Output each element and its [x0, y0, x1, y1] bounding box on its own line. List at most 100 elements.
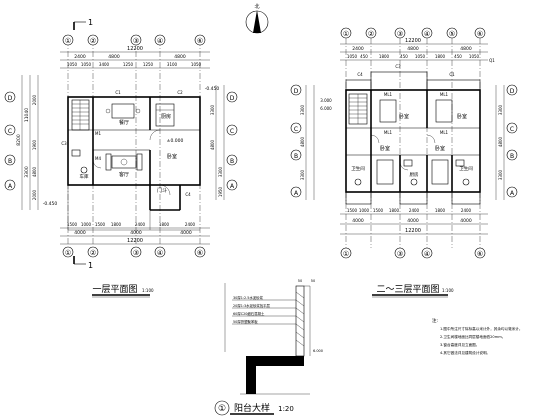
svg-text:1050: 1050 [67, 62, 78, 67]
svg-text:1000: 1000 [359, 208, 370, 213]
svg-text:M1: M1 [95, 131, 101, 136]
plan1-left-dimensions: 8200 11040 3300 2000 1900 4800 2000 [16, 75, 39, 210]
axis-C: C [8, 128, 12, 135]
svg-text:4800: 4800 [407, 46, 419, 52]
svg-text:450: 450 [360, 54, 368, 59]
svg-text:4800: 4800 [174, 54, 186, 60]
svg-text:3400: 3400 [99, 62, 110, 67]
svg-text:C3: C3 [395, 64, 401, 69]
plan1-title: 一层平面图 [92, 284, 137, 295]
svg-text:3300: 3300 [498, 104, 503, 115]
plan1-walls [67, 96, 201, 231]
plan1-right-dimensions: 3300 4800 3300 1950 [210, 85, 225, 200]
svg-text:1800: 1800 [111, 222, 122, 227]
plan1-axes-left: D C B A D C B A [4, 91, 238, 191]
axis-6b: ⑥ [197, 249, 203, 257]
svg-text:③: ③ [397, 30, 403, 38]
svg-text:3300: 3300 [300, 104, 305, 115]
note-2: 2.卫生间楼地面比同层楼地面低20mm。 [440, 334, 505, 339]
axis-A: A [8, 183, 13, 190]
svg-text:450: 450 [400, 54, 408, 59]
axis-6: ⑥ [197, 37, 203, 45]
svg-text:③: ③ [397, 250, 403, 258]
svg-text:B: B [294, 153, 298, 160]
svg-text:ML1: ML1 [440, 130, 449, 135]
axis-1b: ① [65, 249, 71, 257]
svg-text:1900: 1900 [32, 139, 37, 150]
svg-text:C: C [294, 126, 298, 133]
svg-text:4000: 4000 [352, 218, 364, 224]
dim-overall: 12200 [127, 46, 143, 52]
svg-text:-0.450: -0.450 [43, 201, 58, 207]
axis-4: ④ [157, 37, 163, 45]
svg-text:3300: 3300 [218, 166, 223, 177]
room-garage: 车库 [80, 173, 89, 180]
plan1-top-dimensions: 12200 2400 4800 4800 1050 1050 3400 1250… [60, 46, 210, 69]
svg-text:1000: 1000 [81, 222, 92, 227]
svg-text:1500: 1500 [67, 222, 78, 227]
svg-text:④: ④ [424, 250, 430, 258]
svg-text:50厚挤塑聚苯板: 50厚挤塑聚苯板 [233, 319, 258, 324]
svg-text:30厚1:2.5水泥砂浆: 30厚1:2.5水泥砂浆 [233, 295, 264, 300]
svg-text:A: A [294, 190, 299, 197]
svg-text:C4: C4 [185, 192, 191, 197]
svg-text:450: 450 [454, 54, 462, 59]
plan1-axes-bottom: ① ② ③ ④ ⑥ [62, 246, 206, 258]
axis-2: ② [90, 37, 96, 45]
plan1-scale: 1:100 [142, 288, 154, 293]
plan1-bottom-dimensions: 1500 1000 1500 1800 2400 1800 2400 4000 … [60, 222, 210, 245]
svg-text:C4: C4 [357, 72, 363, 77]
axis-B: B [8, 158, 12, 165]
svg-text:12200: 12200 [405, 38, 421, 44]
svg-text:50: 50 [298, 279, 302, 283]
svg-text:1050: 1050 [415, 54, 426, 59]
svg-text:1800: 1800 [435, 54, 446, 59]
svg-text:1500: 1500 [347, 208, 358, 213]
balcony-detail: 30厚1:2.5水泥砂浆 20厚1:3水泥砂浆找平层 60厚C20细石混凝土 5… [214, 279, 323, 416]
detail-scale: 1:20 [278, 405, 294, 413]
plan2-walls [345, 71, 481, 205]
svg-text:1500: 1500 [373, 208, 384, 213]
svg-text:4800: 4800 [498, 136, 503, 147]
svg-text:1250: 1250 [123, 62, 134, 67]
svg-text:卫生间: 卫生间 [459, 165, 473, 172]
svg-text:A: A [510, 190, 515, 197]
svg-text:50: 50 [311, 279, 315, 283]
axis-B-right: B [230, 158, 234, 165]
plan1-room-labels: 厨房 客厅 餐厅 卧室 门斗 车库 C1 C2 C3 C4 M1 M4 ±0.0… [43, 86, 220, 207]
svg-text:4800: 4800 [210, 139, 215, 150]
svg-text:卧室: 卧室 [380, 145, 390, 152]
svg-text:1250: 1250 [143, 62, 154, 67]
svg-text:ML1: ML1 [440, 92, 449, 97]
svg-text:②: ② [368, 30, 374, 38]
svg-text:D: D [294, 88, 299, 95]
svg-text:⑥: ⑥ [477, 30, 483, 38]
svg-text:1050: 1050 [469, 54, 480, 59]
svg-text:4000: 4000 [130, 230, 142, 236]
room-kitchen: 厨房 [161, 113, 171, 120]
svg-text:1050: 1050 [81, 62, 92, 67]
svg-text:4000: 4000 [180, 230, 192, 236]
svg-text:1800: 1800 [435, 208, 446, 213]
notes-heading: 注: [432, 317, 438, 324]
svg-text:1500: 1500 [95, 222, 106, 227]
svg-text:ML1: ML1 [384, 92, 393, 97]
axis-4b: ④ [157, 249, 163, 257]
axis-1: ① [65, 37, 71, 45]
plan2-room-labels: 卧室 卧室 卧室 卧室 卫生间 卫生间 厨房 ML1 ML1 ML1 ML1 C… [320, 58, 495, 178]
room-vestibule: 门斗 [157, 187, 167, 194]
svg-text:2400: 2400 [409, 208, 420, 213]
svg-text:2000: 2000 [32, 94, 37, 105]
svg-text:4000: 4000 [460, 218, 472, 224]
north-label: 北 [254, 3, 259, 10]
svg-text:B: B [510, 153, 514, 160]
svg-text:3300: 3300 [210, 104, 215, 115]
svg-text:4800: 4800 [300, 136, 305, 147]
svg-text:①: ① [343, 250, 349, 258]
room-living: 客厅 [119, 171, 129, 178]
svg-text:1050: 1050 [347, 54, 358, 59]
detail-title: 阳台大样 [234, 402, 270, 414]
note-4: 4.其它做法详见建筑设计说明。 [440, 350, 490, 355]
axis-C-right: C [230, 128, 234, 135]
